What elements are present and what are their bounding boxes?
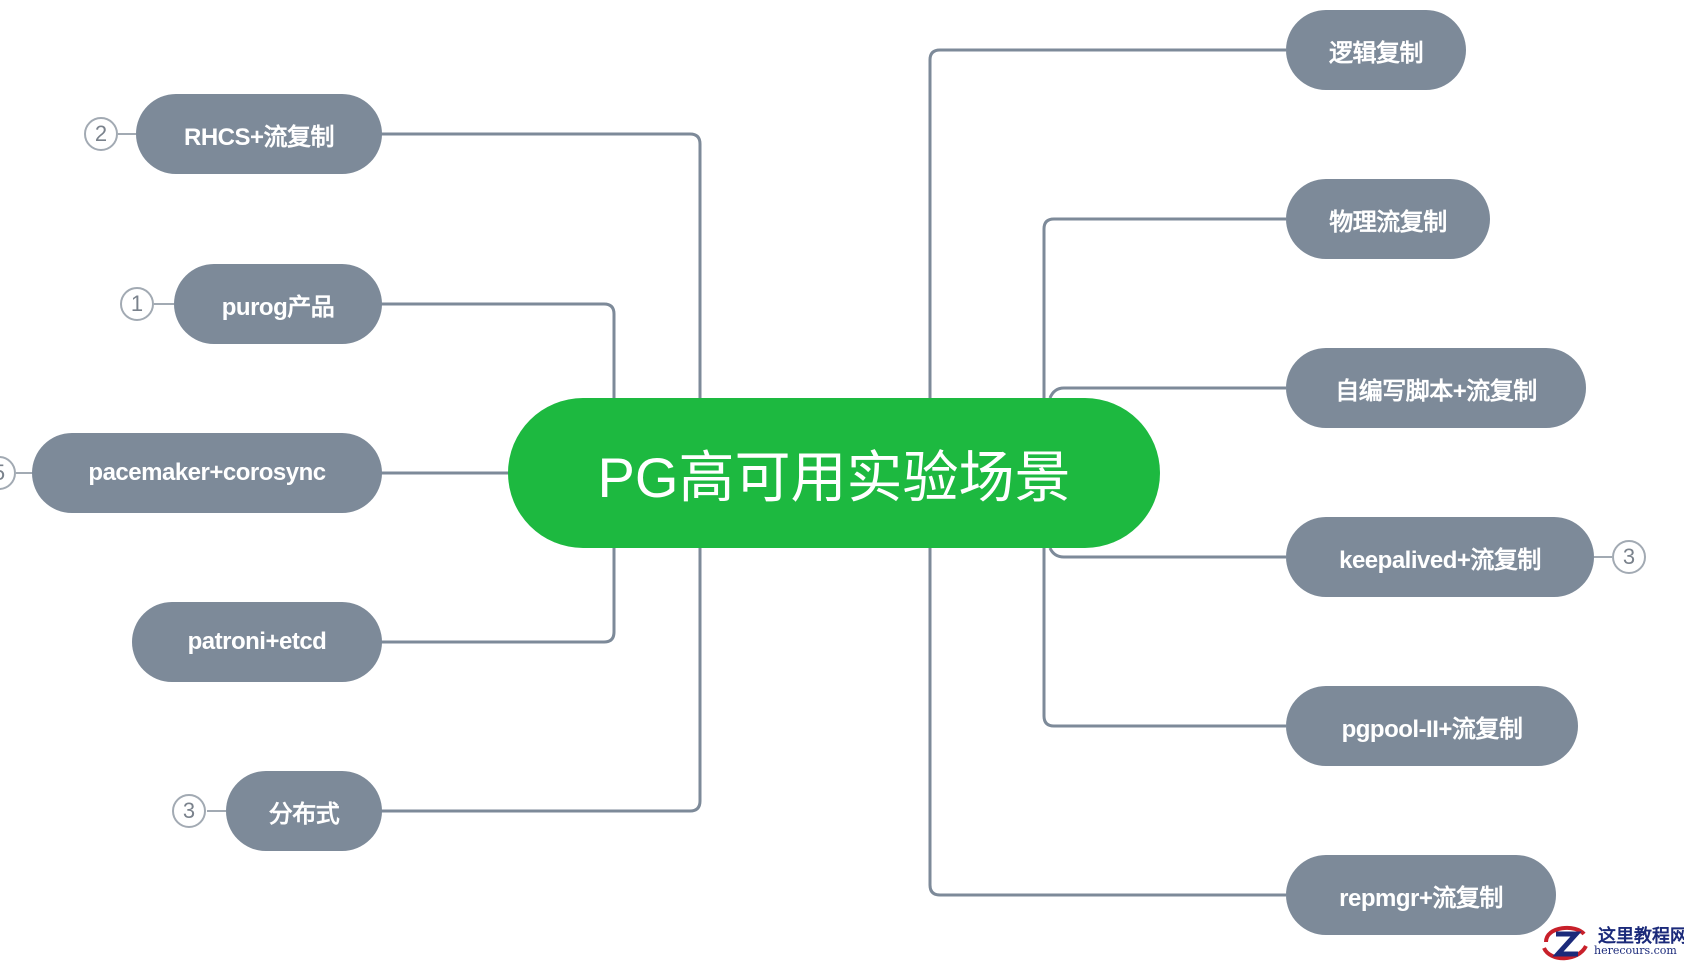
badge-purog: 1	[120, 287, 154, 321]
connector-distributed	[378, 548, 702, 813]
watermark-title: 这里教程网	[1598, 926, 1684, 947]
node-purog-product[interactable]: purog产品	[174, 264, 382, 344]
badge-keepalived: 3	[1612, 540, 1646, 574]
node-repmgr-replication[interactable]: repmgr+流复制	[1286, 855, 1556, 935]
node-pacemaker-corosync[interactable]: pacemaker+corosync	[32, 433, 382, 513]
node-label: 逻辑复制	[1329, 39, 1424, 67]
connector-repmgr	[928, 548, 1286, 897]
watermark-url: herecours.com	[1594, 944, 1677, 957]
connector-pgpool	[1042, 548, 1286, 728]
node-label: purog产品	[221, 293, 335, 321]
node-distributed[interactable]: 分布式	[226, 771, 382, 851]
badge-distributed: 3	[172, 794, 206, 828]
node-label: keepalived+流复制	[1339, 546, 1541, 574]
connector-logical	[928, 48, 1286, 398]
connector-purog	[378, 302, 616, 398]
watermark-logo: 这里教程网 herecours.com	[1538, 920, 1684, 962]
node-patroni-etcd[interactable]: patroni+etcd	[132, 602, 382, 682]
connector-script	[1048, 386, 1286, 399]
node-logical-replication[interactable]: 逻辑复制	[1286, 10, 1466, 90]
node-label: patroni+etcd	[187, 628, 327, 655]
node-label: 物理流复制	[1329, 208, 1447, 236]
node-custom-script-replication[interactable]: 自编写脚本+流复制	[1286, 348, 1586, 428]
connector-physical	[1042, 217, 1286, 398]
center-topic-label: PG高可用实验场景	[597, 445, 1071, 509]
node-label: pgpool-II+流复制	[1341, 715, 1523, 743]
node-label: RHCS+流复制	[183, 123, 335, 151]
node-label: 自编写脚本+流复制	[1335, 377, 1537, 405]
node-label: 分布式	[268, 800, 340, 828]
connector-rhcs	[378, 132, 702, 398]
logo-icon	[1542, 925, 1588, 961]
connector-patroni	[378, 548, 616, 644]
node-pgpool-replication[interactable]: pgpool-II+流复制	[1286, 686, 1578, 766]
badge-rhcs: 2	[84, 117, 118, 151]
connector-keepalived	[1048, 547, 1286, 559]
node-label: pacemaker+corosync	[88, 459, 326, 486]
node-rhcs-stream-replication[interactable]: RHCS+流复制	[136, 94, 382, 174]
node-keepalived-replication[interactable]: keepalived+流复制	[1286, 517, 1594, 597]
center-topic[interactable]: PG高可用实验场景	[508, 398, 1160, 548]
node-physical-stream-replication[interactable]: 物理流复制	[1286, 179, 1490, 259]
node-label: repmgr+流复制	[1339, 884, 1503, 912]
